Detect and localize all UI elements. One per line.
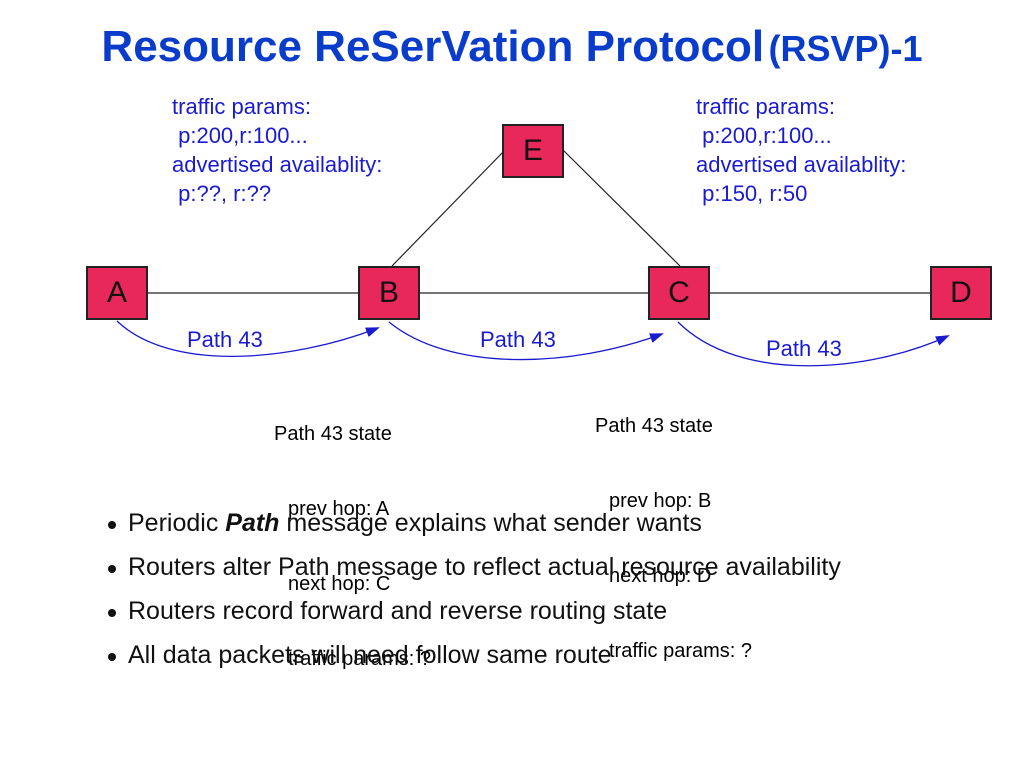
path-label-a-b: Path 43 — [187, 327, 263, 352]
node-e: E — [502, 124, 564, 178]
bullet-item: Routers record forward and reverse routi… — [106, 594, 926, 628]
node-a: A — [86, 266, 148, 320]
path-label-c-d: Path 43 — [766, 336, 842, 361]
state-b-traffic: traffic params: ? — [288, 648, 432, 670]
state-c-prev-hop: prev hop: B — [609, 490, 712, 512]
right-params-line2: p:200,r:100... — [696, 123, 832, 148]
right-params-line1: traffic params: — [696, 94, 835, 119]
page-title: Resource ReSerVation Protocol (RSVP)-1 — [0, 22, 1024, 72]
state-c-next-hop: next hop: D — [609, 565, 712, 587]
bullet-1-emphasis: Path — [225, 509, 280, 537]
state-box-b: Path 43 state prev hop: A next hop: C tr… — [274, 372, 431, 697]
state-b-title: Path 43 state — [274, 423, 392, 445]
node-c: C — [648, 266, 710, 320]
node-b: B — [358, 266, 420, 320]
state-b-prev-hop: prev hop: A — [288, 498, 390, 520]
node-d: D — [930, 266, 992, 320]
right-params-line3: advertised availablity: — [696, 152, 907, 177]
left-params-line3: advertised availablity: — [172, 152, 383, 177]
path-arrow-c-d — [677, 321, 950, 367]
state-box-c: Path 43 state prev hop: B next hop: D tr… — [595, 364, 752, 689]
right-params-line4: p:150, r:50 — [696, 181, 808, 206]
left-params-line2: p:200,r:100... — [172, 123, 308, 148]
bullet-item: All data packets will need follow same r… — [106, 638, 926, 672]
link-b-e — [391, 149, 506, 267]
bullet-item: Periodic Path message explains what send… — [106, 506, 926, 540]
left-params-line1: traffic params: — [172, 94, 311, 119]
bullet-1-pre: Periodic — [128, 509, 226, 537]
state-c-title: Path 43 state — [595, 415, 713, 437]
right-traffic-annotation: traffic params: p:200,r:100... advertised… — [696, 92, 906, 208]
bullet-item: Routers alter Path message to reflect ac… — [106, 550, 926, 584]
state-b-next-hop: next hop: C — [288, 573, 391, 595]
title-suffix: (RSVP)-1 — [768, 28, 923, 69]
link-e-c — [562, 149, 681, 267]
path-arrow-b-c — [388, 321, 664, 361]
left-params-line4: p:??, r:?? — [172, 181, 272, 206]
bullet-list: Periodic Path message explains what send… — [106, 506, 926, 682]
path-label-b-c: Path 43 — [480, 327, 556, 352]
state-c-traffic: traffic params: ? — [609, 640, 753, 662]
left-traffic-annotation: traffic params: p:200,r:100... advertised… — [172, 92, 382, 208]
title-main: Resource ReSerVation Protocol — [101, 22, 765, 71]
bullet-1-post: message explains what sender wants — [279, 509, 702, 537]
path-arrow-a-b — [116, 320, 380, 357]
